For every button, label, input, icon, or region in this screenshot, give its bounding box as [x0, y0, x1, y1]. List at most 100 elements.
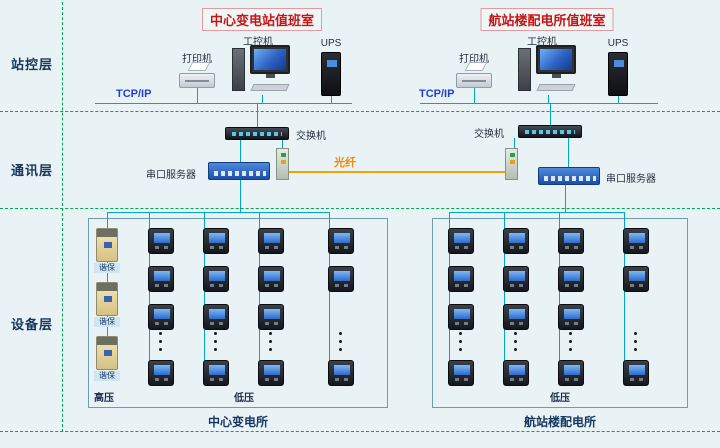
- hv-label: 高压: [94, 393, 114, 404]
- protector-display: [104, 296, 112, 302]
- network-wire: [568, 138, 569, 167]
- power-meter: [623, 228, 649, 254]
- left-room-title: 中心变电站值班室: [201, 8, 323, 31]
- ups-display: [614, 60, 624, 67]
- layer-label-comm: 通讯层: [10, 163, 53, 178]
- network-wire: [282, 140, 283, 148]
- meter-screen: [629, 233, 645, 243]
- protector-label: 谐保: [94, 317, 120, 327]
- power-meter: [558, 360, 584, 386]
- right-printer-label: 打印机: [459, 54, 489, 65]
- network-wire: [240, 140, 241, 162]
- left-switch-label: 交换机: [296, 131, 326, 142]
- switch-ports: [232, 132, 282, 136]
- printer-paper: [464, 62, 488, 71]
- network-wire: [149, 212, 150, 373]
- ups-icon: [608, 52, 628, 96]
- meter-screen: [154, 365, 170, 375]
- meter-buttons: [210, 322, 225, 325]
- meter-screen: [564, 233, 580, 243]
- serial-server-icon: [208, 162, 270, 180]
- ellipsis-dot: [514, 348, 517, 351]
- meter-buttons: [630, 284, 645, 287]
- ellipsis-dot: [569, 332, 572, 335]
- meter-screen: [209, 309, 225, 319]
- ellipsis-dot: [214, 348, 217, 351]
- power-meter: [203, 360, 229, 386]
- meter-screen: [564, 365, 580, 375]
- meter-screen: [564, 271, 580, 281]
- meter-buttons: [565, 322, 580, 325]
- power-meter: [148, 228, 174, 254]
- power-meter: [258, 228, 284, 254]
- meter-buttons: [265, 378, 280, 381]
- meter-buttons: [455, 284, 470, 287]
- power-meter: [623, 360, 649, 386]
- pc-monitor: [536, 45, 576, 74]
- network-wire: [514, 138, 515, 148]
- network-wire: [420, 103, 658, 104]
- meter-screen: [154, 233, 170, 243]
- harmonic-protector: [96, 228, 118, 262]
- ethernet-switch-icon: [518, 125, 582, 138]
- meter-screen: [454, 309, 470, 319]
- network-wire: [550, 103, 551, 125]
- converter-led: [510, 153, 515, 157]
- left-pc-label: 工控机: [243, 37, 273, 48]
- power-meter: [328, 228, 354, 254]
- pc-stand: [266, 74, 275, 78]
- network-wire: [329, 212, 330, 373]
- network-wire: [257, 103, 258, 127]
- network-wire: [474, 88, 475, 103]
- meter-screen: [154, 271, 170, 281]
- ellipsis-dot: [634, 348, 637, 351]
- workstation-icon: [518, 45, 580, 95]
- pc-stand: [552, 74, 561, 78]
- power-meter: [503, 304, 529, 330]
- printer-icon: [456, 62, 492, 88]
- power-meter: [148, 304, 174, 330]
- meter-screen: [629, 365, 645, 375]
- network-wire: [240, 180, 241, 212]
- power-meter: [448, 304, 474, 330]
- power-meter: [203, 228, 229, 254]
- power-meter: [448, 266, 474, 292]
- meter-buttons: [510, 284, 525, 287]
- meter-buttons: [155, 284, 170, 287]
- ethernet-switch-icon: [225, 127, 289, 140]
- ellipsis-dot: [214, 340, 217, 343]
- printer-paper: [187, 62, 211, 71]
- meter-buttons: [510, 378, 525, 381]
- power-meter: [258, 266, 284, 292]
- workstation-icon: [232, 45, 294, 95]
- meter-screen: [209, 233, 225, 243]
- meter-buttons: [335, 246, 350, 249]
- meter-buttons: [510, 246, 525, 249]
- left-tcpip-label: TCP/IP: [116, 88, 152, 100]
- ellipsis-dot: [269, 348, 272, 351]
- ellipsis-dot: [269, 332, 272, 335]
- ellipsis-dot: [269, 340, 272, 343]
- power-meter: [623, 266, 649, 292]
- meter-screen: [264, 233, 280, 243]
- printer-slot: [185, 80, 209, 82]
- serial-server-icon: [538, 167, 600, 185]
- ups-icon: [321, 52, 341, 96]
- right-pc-label: 工控机: [527, 37, 557, 48]
- meter-screen: [264, 271, 280, 281]
- ellipsis-dot: [569, 340, 572, 343]
- right-serial-server-label: 串口服务器: [606, 174, 656, 185]
- printer-icon: [179, 62, 215, 88]
- meter-buttons: [565, 284, 580, 287]
- power-meter: [148, 360, 174, 386]
- meter-buttons: [565, 246, 580, 249]
- layer-divider-bottom: [0, 431, 720, 432]
- fiber-optic-label: 光纤: [334, 157, 356, 169]
- power-meter: [258, 360, 284, 386]
- meter-buttons: [455, 246, 470, 249]
- right-device-box: [432, 218, 688, 408]
- network-wire: [262, 95, 263, 103]
- meter-buttons: [155, 246, 170, 249]
- power-meter: [448, 228, 474, 254]
- pc-tower: [518, 48, 531, 91]
